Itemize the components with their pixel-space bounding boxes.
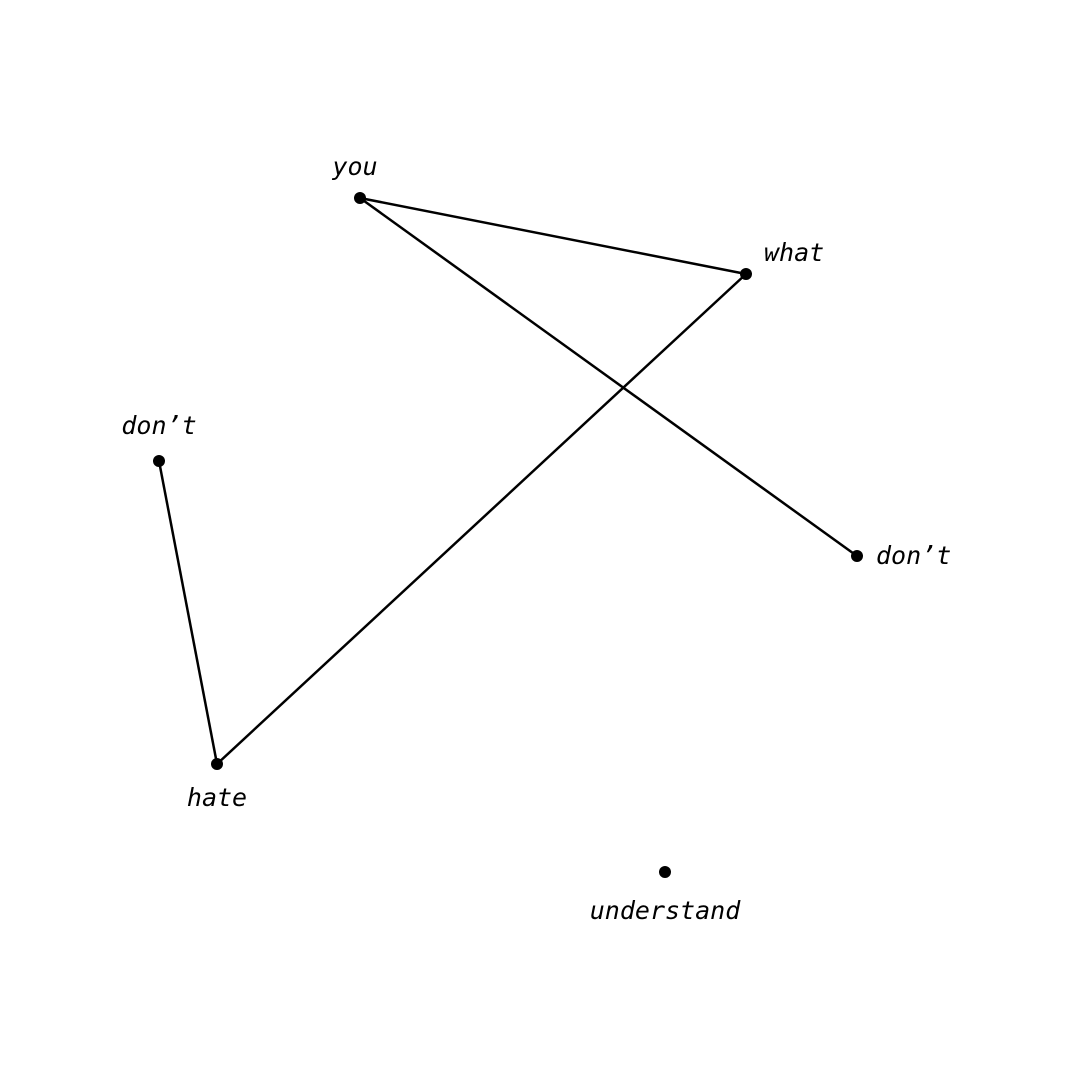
edge-dont_left-hate <box>157 460 219 765</box>
node-label-dont_right: don’t <box>876 541 951 570</box>
node-dot-understand <box>659 866 671 878</box>
node-understand: understand <box>590 866 741 925</box>
node-dont_right: don’t <box>851 541 951 570</box>
node-hate: hate <box>187 758 247 812</box>
edges-layer <box>157 196 858 765</box>
node-dot-what <box>740 268 752 280</box>
edge-you-what <box>359 196 747 276</box>
nodes-layer: you what don’t don’t hate understand <box>121 152 951 925</box>
node-dot-dont_left <box>153 455 165 467</box>
node-dot-hate <box>211 758 223 770</box>
node-label-what: what <box>764 238 824 267</box>
node-label-you: you <box>331 152 377 181</box>
node-dot-dont_right <box>851 550 863 562</box>
node-dont_left: don’t <box>121 411 197 467</box>
node-label-understand: understand <box>590 896 741 925</box>
node-dot-you <box>354 192 366 204</box>
node-label-hate: hate <box>187 783 247 812</box>
edge-what-hate <box>216 273 747 765</box>
node-what: what <box>740 238 824 280</box>
edge-you-dont_right <box>359 196 858 558</box>
node-you: you <box>331 152 378 204</box>
node-label-dont_left: don’t <box>121 411 196 440</box>
